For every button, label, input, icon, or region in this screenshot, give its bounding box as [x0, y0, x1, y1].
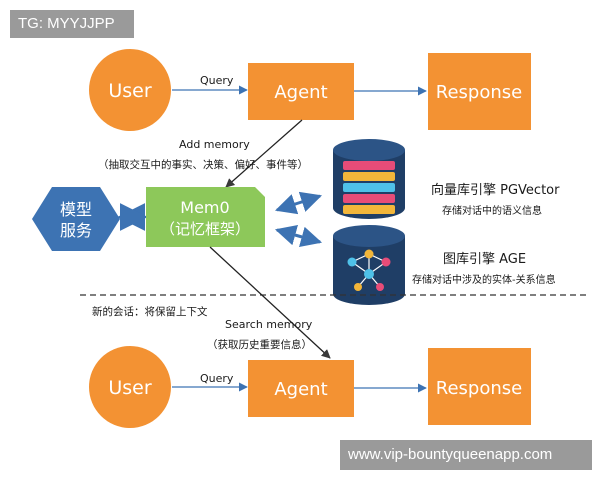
mem0-vector-arrow [275, 191, 322, 215]
vector-store-title: 向量库引擎 PGVector [431, 182, 560, 198]
query-label-bottom: Query [200, 372, 234, 385]
query-label-top: Query [200, 74, 234, 87]
agent-node-bottom-label: Agent [274, 379, 327, 400]
agent-node-top [248, 63, 354, 120]
user-node-top-label: User [108, 80, 151, 102]
add-memory-arrow [225, 119, 303, 188]
vector-store-desc: 存储对话中的语义信息 [442, 204, 542, 217]
model-service-label-1: 模型 [60, 200, 92, 219]
user-node-bottom [89, 346, 171, 428]
graph-store-title: 图库引擎 AGE [443, 251, 526, 267]
mem0-label-2: （记忆框架） [160, 220, 250, 238]
graph-database-icon [333, 225, 405, 305]
search-memory-note: （获取历史重要信息） [207, 338, 312, 351]
new-session-label: 新的会话：将保留上下文 [92, 305, 208, 318]
model-service-label-2: 服务 [60, 221, 92, 240]
response-node-top [428, 53, 531, 130]
response-node-bottom-label: Response [436, 378, 522, 399]
watermark-top: TG: MYYJJPP [10, 10, 134, 38]
user-node-bottom-label: User [108, 377, 151, 399]
user-node-top [89, 49, 171, 131]
mem0-graph-arrow [274, 224, 323, 248]
agent-node-top-label: Agent [274, 82, 327, 103]
model-service-node [32, 187, 120, 251]
search-memory-label: Search memory [225, 318, 313, 331]
watermark-bottom: www.vip-bountyqueenapp.com [340, 440, 592, 470]
agent-node-bottom [248, 360, 354, 417]
response-node-bottom [428, 348, 531, 425]
vector-database-icon [333, 139, 405, 219]
search-memory-arrow [209, 246, 331, 359]
response-node-top-label: Response [436, 82, 522, 103]
graph-store-desc: 存储对话中涉及的实体-关系信息 [412, 273, 556, 286]
mem0-node [146, 187, 265, 247]
add-memory-label: Add memory [179, 138, 250, 151]
mem0-label-1: Mem0 [180, 198, 229, 217]
add-memory-note: （抽取交互中的事实、决策、偏好、事件等） [98, 158, 308, 171]
